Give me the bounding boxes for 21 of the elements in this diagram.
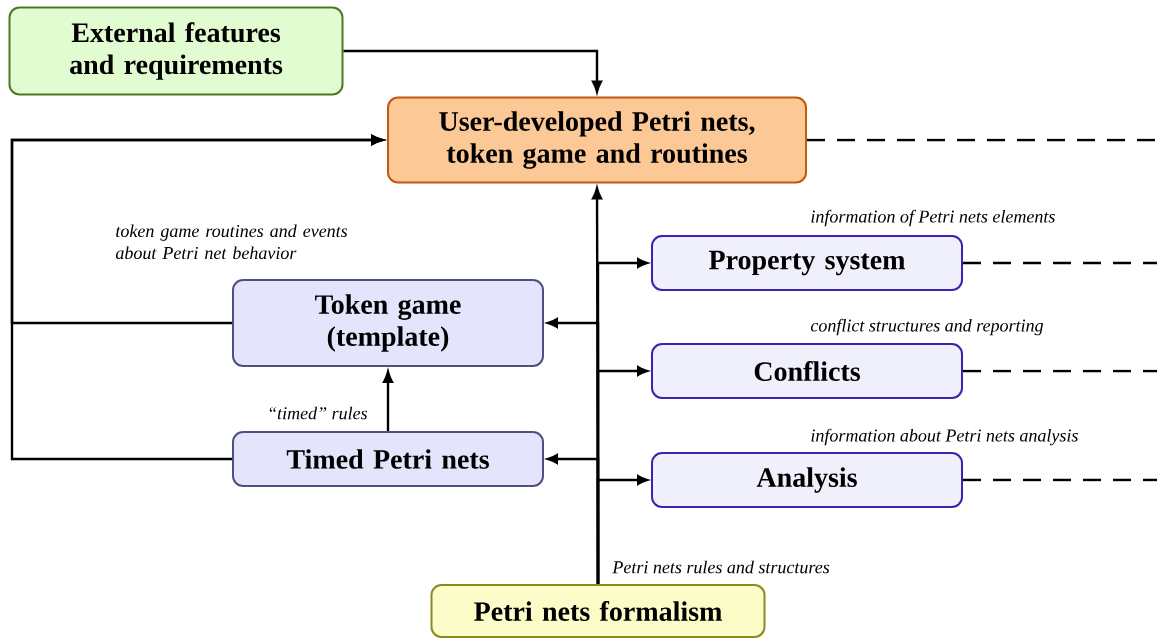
source-box: Petri nets formalism (430, 584, 766, 638)
edge-label: token game routines and events about Petri net behavior (115, 224, 348, 260)
arrow (596, 475, 648, 584)
module-box: Token game (template) (232, 279, 544, 367)
module-box: Timed Petri nets (232, 431, 544, 487)
dashed-line (963, 478, 1157, 482)
edge-label: Petri nets rules and structures (612, 560, 830, 574)
module-box: Conflicts (651, 343, 963, 399)
edge-label: information of Petri nets elements (811, 209, 1055, 227)
module-box: Analysis (651, 452, 963, 508)
edge-label: conflict structures and reporting (810, 318, 1044, 336)
edge-label: “timed” rules (269, 406, 368, 420)
arrow (382, 370, 394, 431)
input-box: External features and requirements (8, 6, 344, 96)
arrow (10, 134, 384, 461)
module-box: Property system (651, 235, 963, 291)
dashed-line (807, 138, 1157, 142)
central-box: User-developed Petri nets, token game and routines (387, 96, 807, 184)
edge-label: information about Petri nets analysis (811, 428, 1078, 446)
dashed-line (963, 261, 1157, 265)
dashed-line (963, 369, 1157, 373)
